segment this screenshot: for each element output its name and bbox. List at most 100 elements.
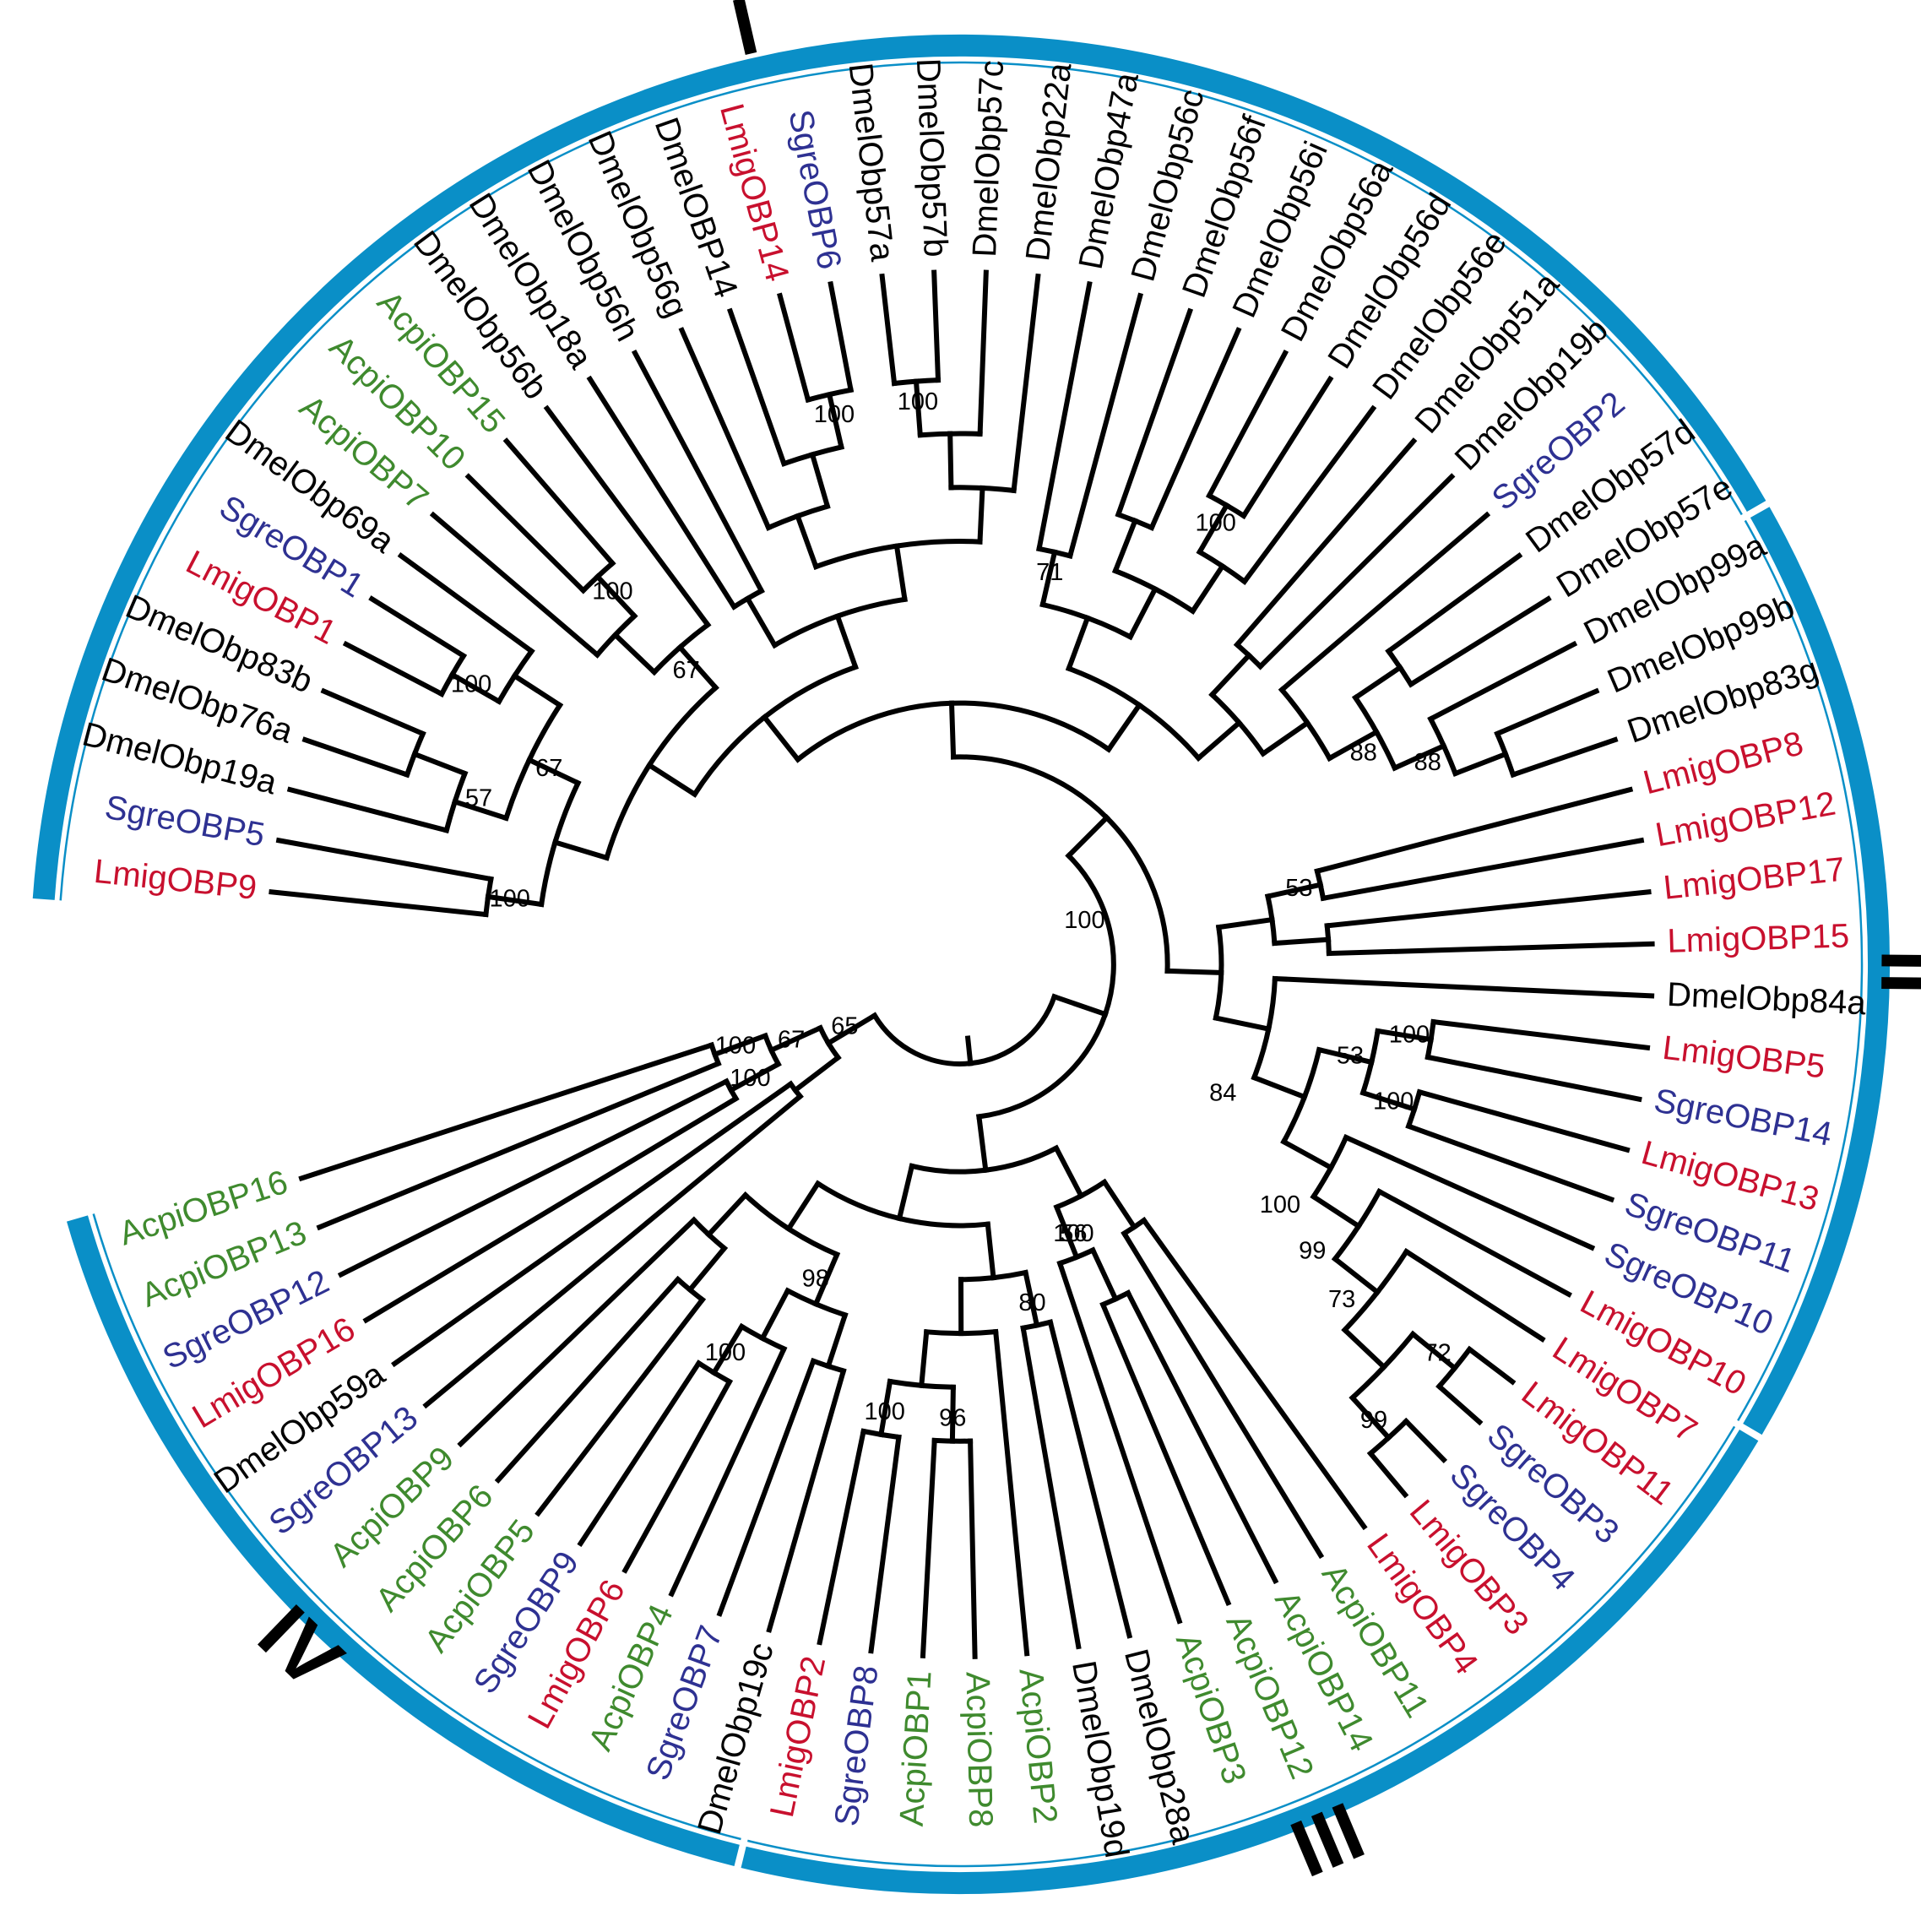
support-value: 57 — [465, 784, 492, 811]
tree-branch — [879, 273, 898, 387]
tree-branch — [1310, 1192, 1363, 1230]
tree-branch — [949, 1384, 956, 1444]
tree-branch — [586, 375, 738, 611]
support-value: 100 — [1064, 907, 1104, 934]
tree-branch — [1385, 552, 1523, 655]
tree-branch — [1314, 786, 1634, 875]
tree-branch — [992, 1328, 1030, 1657]
leaf-label: LmigOBP2 — [763, 1653, 833, 1821]
tree-branch — [502, 437, 616, 567]
tree-branch — [985, 1221, 996, 1281]
tree-branch — [868, 1434, 902, 1654]
support-value: 100 — [451, 671, 491, 698]
clade-band — [32, 35, 1766, 900]
clade-band — [67, 1215, 740, 1867]
leaf-label: DmelObp84a — [1666, 976, 1867, 1023]
leaf-label: DmelObp57b — [909, 57, 954, 258]
tree-branch — [1409, 1330, 1458, 1372]
tree-branch — [1148, 327, 1242, 531]
support-value: 88 — [1350, 740, 1377, 767]
tree-branch — [621, 1378, 733, 1574]
tree-branch — [1100, 1178, 1138, 1231]
clade-band — [741, 1429, 1759, 1894]
tree-branch — [494, 1275, 682, 1484]
leaf-label: AcpiOBP8 — [958, 1671, 999, 1827]
leaf-label: LmigOBP15 — [1667, 917, 1850, 959]
tree-branch — [286, 786, 450, 834]
tree-branch — [711, 1032, 769, 1058]
tree-branch — [1115, 307, 1194, 518]
tree-branch — [977, 485, 985, 545]
support-value: 73 — [1328, 1286, 1355, 1313]
tree-branch — [1280, 1138, 1335, 1171]
tree-branch — [457, 1216, 698, 1448]
support-value: 84 — [1209, 1080, 1236, 1107]
tree-branch — [1240, 375, 1334, 519]
tree-branch — [1427, 640, 1578, 723]
tree-branch — [1036, 280, 1093, 552]
tree-branch — [824, 1012, 878, 1047]
tree-branch — [535, 1295, 707, 1517]
clade-label: IV — [241, 1588, 360, 1707]
tree-branch — [1206, 349, 1289, 500]
support-value: 65 — [831, 1013, 858, 1040]
tree-branch — [758, 1287, 791, 1342]
tree-branch — [1452, 751, 1509, 777]
tree-branch — [1050, 993, 1109, 1018]
tree-branch — [1416, 1088, 1631, 1153]
tree-branch — [1407, 595, 1552, 688]
support-value: 72 — [1424, 1339, 1451, 1366]
support-value: 100 — [730, 1065, 770, 1092]
tree-branch — [1039, 549, 1058, 608]
tree-branch — [298, 1041, 715, 1182]
tree-branch — [794, 513, 820, 570]
tree-branch — [1405, 1122, 1615, 1203]
support-value: 53 — [1285, 875, 1312, 902]
support-value: 67 — [535, 755, 562, 782]
tree-branch — [1240, 404, 1377, 585]
tree-branch — [1278, 511, 1491, 694]
tree-branch — [275, 837, 494, 882]
clade-band — [1743, 507, 1890, 1435]
tree-branch — [551, 838, 610, 861]
clade-label: I — [724, 0, 766, 73]
tree-root — [964, 1035, 974, 1066]
tree-branch — [316, 1060, 722, 1231]
tree-node-arc — [871, 993, 1058, 1066]
tree-branch — [611, 631, 659, 676]
tree-branch — [1233, 437, 1418, 649]
tree-branch — [1065, 614, 1091, 672]
leaf-label: AcpiOBP2 — [1012, 1667, 1063, 1826]
support-value: 100 — [705, 1339, 746, 1366]
tree-branch — [727, 1061, 782, 1094]
leaf-label: DmelObp57c — [966, 59, 1011, 258]
tree-branch — [1047, 1319, 1133, 1639]
tree-branch — [1011, 273, 1041, 494]
support-value: 80 — [1018, 1289, 1045, 1316]
tree-branch — [1343, 1134, 1596, 1251]
tree-branch — [362, 1094, 740, 1324]
support-value: 100 — [715, 1032, 756, 1059]
tree-branch — [1195, 719, 1243, 762]
tree-branch — [577, 1359, 703, 1548]
tree-branch — [678, 327, 773, 531]
tree-branch — [1331, 1255, 1381, 1296]
tree-branch — [1124, 1289, 1279, 1585]
leaf-label: SgreOBP8 — [828, 1663, 885, 1828]
tree-branch — [791, 1054, 842, 1094]
tree-branch — [920, 1437, 937, 1658]
leaf-label: LmigOBP9 — [92, 853, 258, 907]
tree-branch — [511, 672, 564, 709]
tree-branch — [809, 451, 831, 510]
clade-label: II — [1864, 949, 1921, 995]
tree-branch — [1256, 473, 1456, 670]
tree-branch — [919, 1329, 930, 1389]
tree-branch — [1402, 1417, 1448, 1464]
tree-branch — [337, 1077, 730, 1278]
tree-branch — [668, 1345, 788, 1598]
tree-branch — [828, 280, 855, 393]
tree-branch — [1112, 517, 1139, 574]
tree-branch — [422, 1093, 804, 1409]
tree-branch — [448, 670, 503, 705]
